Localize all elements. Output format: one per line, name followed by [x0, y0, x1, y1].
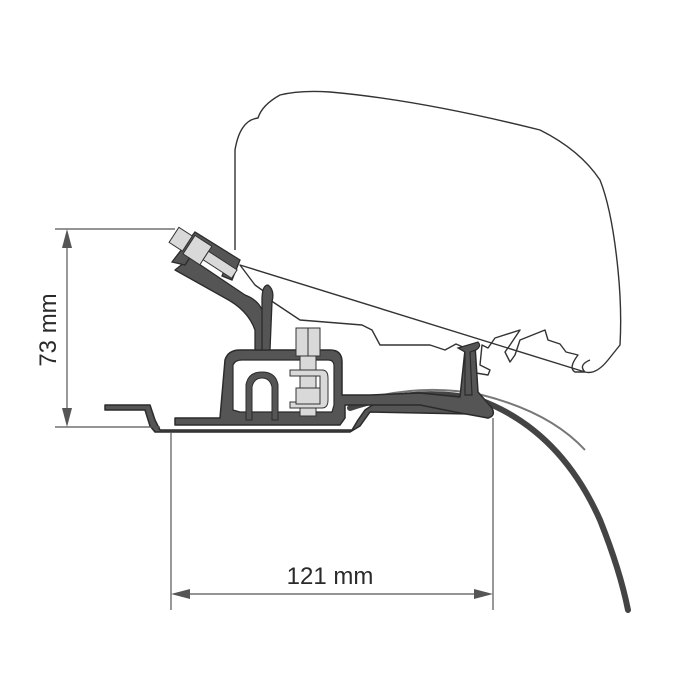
adapter-riser-arm [174, 257, 274, 351]
dimension-width: 121 mm [170, 418, 494, 610]
roof-curve-outer [354, 388, 586, 451]
dimension-height: 73 mm [35, 228, 175, 428]
adapter-right-post [456, 341, 481, 396]
adapter-u-channel [245, 371, 279, 421]
roof-curve-inner [347, 391, 631, 613]
awning-case [234, 90, 622, 376]
height-dimension-label: 73 mm [35, 293, 62, 366]
angled-bolt [168, 226, 238, 279]
width-dimension-label: 121 mm [287, 563, 374, 590]
vertical-bolt [289, 327, 329, 417]
